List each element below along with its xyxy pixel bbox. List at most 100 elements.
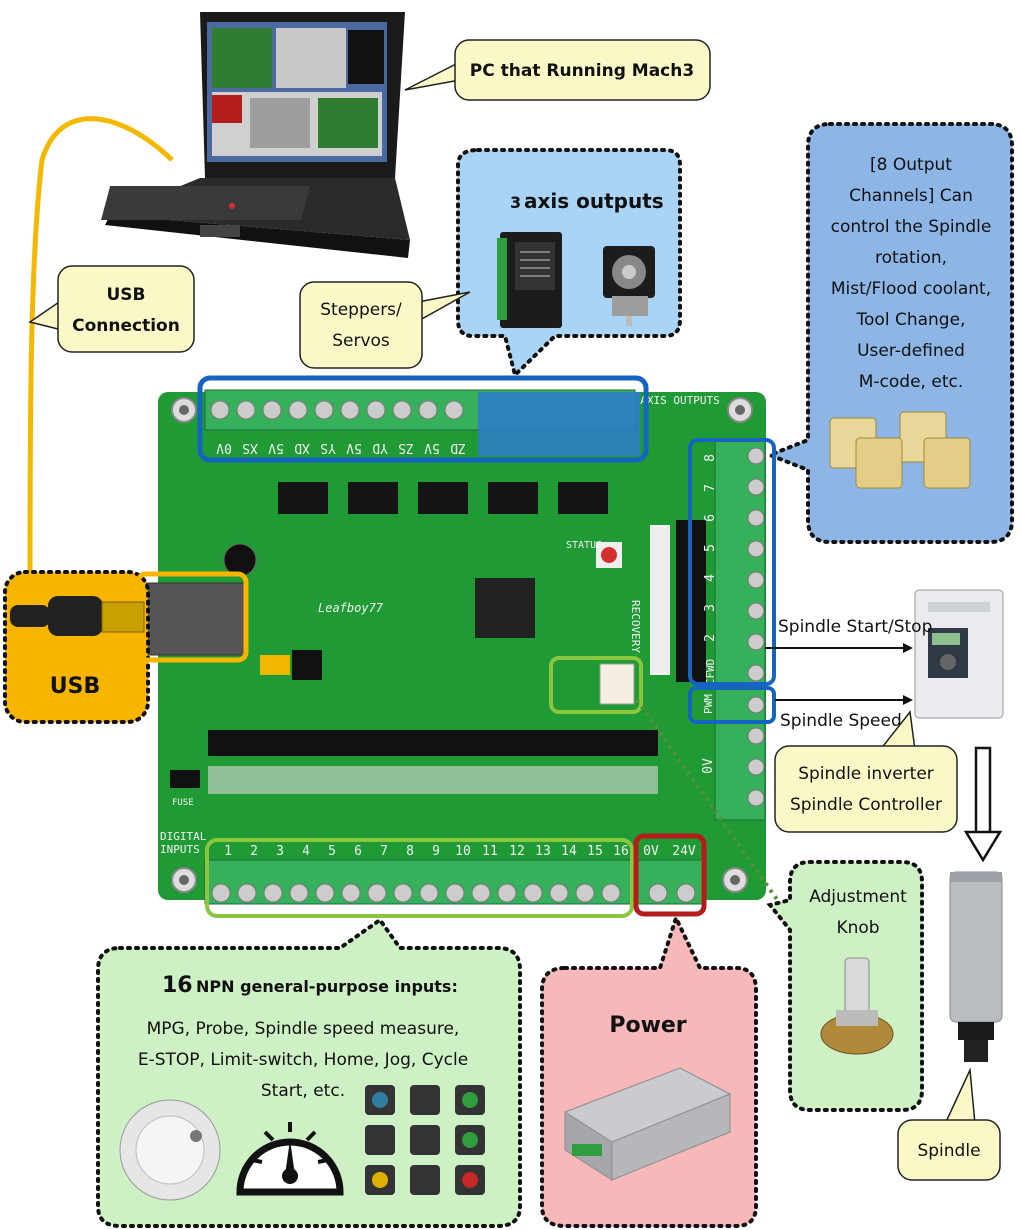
input-num-5: 5 (328, 844, 336, 859)
term-right-0: 8 (703, 454, 718, 462)
knob-line-2: Knob (836, 918, 879, 938)
usb-connection-callout: USB Connection (28, 265, 195, 353)
power-label: Power (609, 1013, 686, 1038)
inputs-desc-2: E-STOP, Limit-switch, Home, Jog, Cycle (138, 1050, 468, 1070)
right-terminal-screws (747, 447, 765, 807)
top-terminal-screws (210, 400, 464, 420)
fuse-label: FUSE (172, 798, 194, 808)
spindle-callout: Spindle (897, 1067, 1001, 1181)
input-num-7: 7 (380, 844, 388, 859)
digital-inputs-line-2: INPUTS (160, 843, 200, 856)
axis-outputs-title: axis outputs (524, 189, 664, 213)
speedometer-icon (236, 1122, 344, 1196)
laptop (101, 12, 410, 258)
usb-connection-line-1: USB (106, 285, 145, 305)
mcu-chip (475, 578, 535, 638)
output-channels-line-2: Channels] Can (849, 186, 973, 206)
power-supply-image (563, 1067, 732, 1181)
inverter-line-1: Spindle inverter (798, 764, 934, 784)
switches-image (365, 1085, 485, 1195)
steppers-line-1: Steppers/ (320, 300, 402, 320)
controller-board: 0V XS 5V XD YS 5V YD ZS 5V ZD AXIS OUTPU… (144, 389, 766, 905)
term-right-1: 7 (703, 484, 718, 492)
input-num-14: 14 (561, 844, 577, 859)
axis-outputs-bubble: 3 axis outputs (456, 148, 682, 379)
term-right-3: 5 (703, 544, 718, 552)
usb-connection-line-2: Connection (72, 316, 180, 336)
output-channels-line-8: M-code, etc. (859, 372, 963, 392)
usb-panel: USB (3, 570, 249, 724)
input-num-12: 12 (509, 844, 525, 859)
term-top-2: 5V (268, 440, 284, 455)
inputs-number: 16 (162, 973, 193, 998)
inputs-bubble: 16 NPN general-purpose inputs: MPG, Prob… (96, 917, 522, 1228)
term-right-5: 3 (703, 604, 718, 612)
recovery-label: RECOVERY (629, 600, 642, 653)
output-channels-line-3: control the Spindle (831, 217, 992, 237)
pwm-highlight (688, 686, 776, 724)
inverter-line-2: Spindle Controller (790, 795, 942, 815)
output-channels-line-6: Tool Change, (856, 310, 966, 330)
digital-inputs-line-1: DIGITAL (160, 830, 207, 843)
brand-label: Leafboy77 (318, 601, 384, 615)
status-label: STATUS (566, 540, 602, 551)
spindle-inverter (914, 589, 1004, 719)
term-top-5: 5V (346, 440, 362, 455)
power-bubble: Power (540, 912, 758, 1228)
spindle-start-stop-label: Spindle Start/Stop (778, 617, 932, 637)
term-top-4: YS (320, 440, 336, 455)
term-right-4: 4 (703, 574, 718, 582)
output-channels-line-5: Mist/Flood coolant, (831, 279, 991, 299)
output-channels-line-1: [8 Output (870, 155, 952, 175)
pc-callout-text: PC that Running Mach3 (470, 61, 694, 81)
input-num-9: 9 (432, 844, 440, 859)
relays-image (829, 411, 971, 489)
axis-outputs-highlight (197, 375, 649, 463)
middle-chip-row (170, 730, 658, 794)
usb-label: USB (50, 674, 100, 699)
dip-header (650, 525, 670, 675)
term-top-7: ZS (398, 440, 414, 455)
top-chips (278, 482, 608, 514)
inputs-highlight (205, 838, 634, 918)
input-num-3: 3 (276, 844, 284, 859)
usb-cable (27, 116, 174, 591)
spindle-speed-label: Spindle Speed (780, 711, 902, 731)
inputs-desc-3: Start, etc. (261, 1081, 345, 1101)
term-top-3: XD (294, 440, 310, 455)
input-num-11: 11 (482, 844, 498, 859)
input-num-10: 10 (455, 844, 471, 859)
output-channels-line-7: User-defined (857, 341, 965, 361)
input-num-16: 16 (613, 844, 629, 859)
output-channels-line-4: rotation, (875, 248, 947, 268)
potentiometer-image (820, 957, 894, 1055)
stepper-motor-image (603, 246, 655, 326)
term-right-6: 2 (703, 634, 718, 642)
mpg-handwheel-image (119, 1099, 221, 1201)
spindle-image (949, 871, 1003, 1062)
input-num-6: 6 (354, 844, 362, 859)
term-top-1: XS (242, 440, 258, 455)
input-num-1: 1 (224, 844, 232, 859)
board-usb-port (144, 582, 246, 656)
axis-outputs-number: 3 (510, 193, 521, 212)
stepper-driver-image (497, 232, 562, 328)
term-top-8: 5V (424, 440, 440, 455)
term-top-9: ZD (450, 440, 466, 455)
term-top-6: YD (372, 440, 388, 455)
inverter-callout: Spindle inverter Spindle Controller (774, 710, 958, 833)
output-channels-bubble: [8 Output Channels] Can control the Spin… (764, 122, 1014, 544)
ov-right-label: 0V (701, 758, 716, 774)
term-right-2: 6 (703, 514, 718, 522)
knob-bubble: Adjustment Knob (635, 698, 924, 1112)
input-num-15: 15 (587, 844, 603, 859)
inputs-desc-1: MPG, Probe, Spindle speed measure, (147, 1019, 460, 1039)
power-term-24v: 24V (672, 844, 696, 859)
steppers-callout: Steppers/ Servos (299, 281, 471, 369)
down-arrow (963, 746, 1003, 863)
output-channels-highlight (688, 438, 776, 686)
blurred-region (478, 392, 640, 456)
input-num-4: 4 (302, 844, 310, 859)
bottom-terminal-screws (211, 883, 696, 903)
